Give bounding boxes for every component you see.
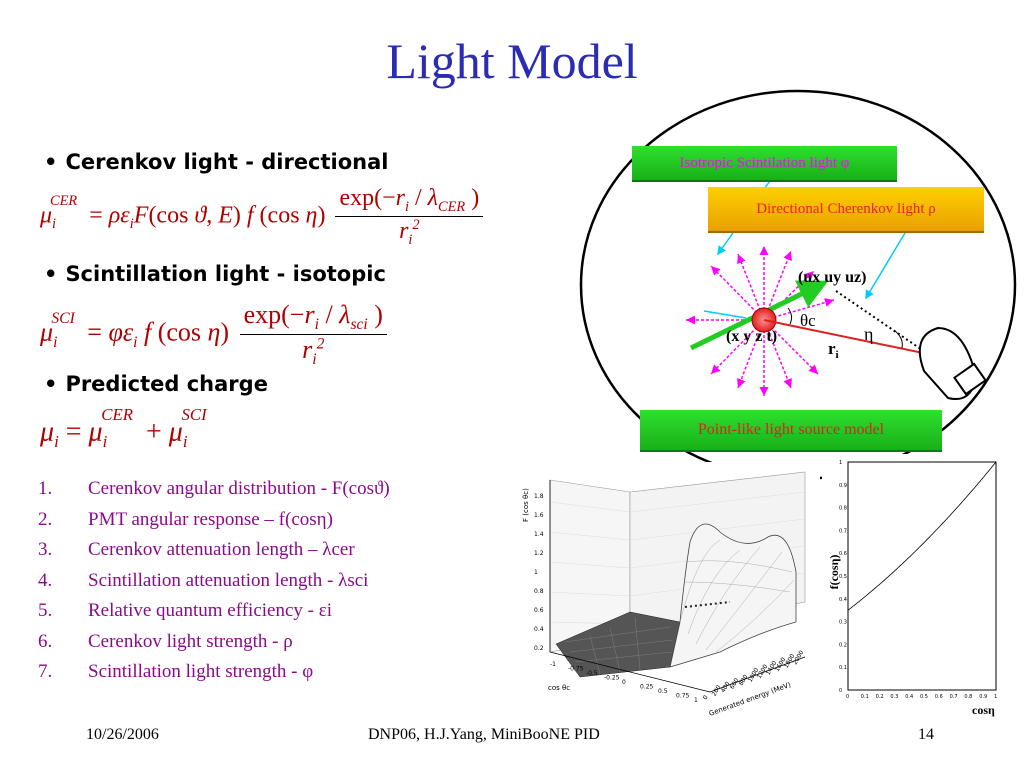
curve-frame (847, 461, 997, 691)
footer-page-number: 14 (918, 726, 934, 743)
surface-plot: 0.2 0.4 0.6 0.8 1 1.2 1.4 1.6 1.8 -1 -0.75-0.5 -0.… (520, 462, 820, 722)
surface-z-label: F (cos θc) (522, 488, 530, 522)
footer-date: 10/26/2006 (86, 726, 159, 743)
ri-line (763, 319, 929, 355)
isotropic-label: Isotropic Scintilation light φ (679, 155, 850, 171)
curve-y-ticks: 0 0.1 0.2 0.3 0.4 0.5 0.6 0.7 0.8 0.9 1 (839, 460, 847, 694)
eta-label: η (864, 324, 873, 344)
tick-label: 0.1 (861, 694, 869, 700)
tick-label: 0 (846, 694, 849, 700)
curve-x-label: cosη (972, 703, 995, 717)
tick-label: 0.4 (839, 597, 847, 603)
tick-label: 1 (534, 569, 538, 576)
surface-x-label: cos θc (548, 684, 570, 692)
ri-label: ri (828, 339, 839, 361)
bullet-scintillation: • Scintillation light - isotopic (44, 262, 386, 286)
list-item: 6.Cerenkov light strength - ρ (38, 630, 293, 652)
isotropic-label-box: Isotropic Scintilation light φ (632, 146, 897, 182)
tick-label: 0.9 (839, 483, 847, 489)
theta-label: θc (800, 311, 816, 330)
tick-label: 800 (738, 673, 750, 687)
curve-x-ticks: 0 0.1 0.2 0.3 0.4 0.5 0.6 0.7 0.8 0.9 1 (846, 694, 997, 700)
tick-label: -1 (550, 661, 556, 668)
bullet-dot: • (44, 262, 58, 286)
list-item: 4.Scintillation attenuation length - λsc… (38, 569, 369, 591)
theta-arc (787, 307, 793, 325)
tick-label: 0.2 (839, 642, 847, 648)
tick-label: 0.1 (839, 665, 847, 671)
tick-label: 0.2 (534, 645, 544, 652)
tick-label: 1.8 (534, 493, 544, 500)
eta-arc (893, 329, 903, 349)
tick-label: -0.5 (586, 670, 598, 677)
tick-label: -0.25 (604, 675, 620, 682)
tick-label: 0.9 (979, 694, 987, 700)
tick-label: 0.5 (920, 694, 928, 700)
bullet-dot: • (44, 372, 58, 396)
tick-label: 0.8 (839, 506, 847, 512)
tick-label: 0.25 (640, 684, 654, 691)
bullet-text: Predicted charge (65, 372, 268, 396)
tick-label: 0.7 (839, 528, 847, 534)
source-model-label-box: Point-like light source model (640, 410, 942, 452)
tick-label: 0.5 (839, 574, 847, 580)
tick-label: 0.5 (658, 688, 668, 695)
list-item: 5.Relative quantum efficiency - εi (38, 600, 332, 621)
direction-label: (ux uy uz) (798, 269, 866, 286)
equation-total: μi = μiCER + μiSCI (40, 405, 207, 451)
source-model-label: Point-like light source model (697, 421, 885, 438)
tick-label: 0 (622, 679, 626, 686)
response-curve (847, 461, 997, 611)
curve-y-label: f(cosη) (827, 555, 841, 590)
pmt-response-plot: 0 0.1 0.2 0.3 0.4 0.5 0.6 0.7 0.8 0.9 1 0 0.1 0.2 0.3… (822, 454, 1012, 724)
directional-label-box: Directional Cherenkov light ρ (708, 187, 984, 233)
bullet-text: Cerenkov light - directional (65, 150, 389, 174)
surface-peak (669, 523, 797, 668)
bullet-predicted-charge: • Predicted charge (44, 372, 268, 396)
tick-label: 200 (711, 684, 723, 698)
footer-center: DNP06, H.J.Yang, MiniBooNE PID (368, 726, 600, 743)
list-item: 2.PMT angular response – f(cosη) (38, 508, 333, 530)
tick-label: 600 (729, 677, 741, 691)
tick-label: 1.6 (534, 512, 544, 519)
tick-label: 1.2 (534, 550, 544, 557)
position-label: (x y z t) (726, 328, 777, 345)
direction-dotted-line (835, 290, 929, 355)
tick-label: 0.3 (890, 694, 898, 700)
tick-label: 0.3 (839, 620, 847, 626)
tick-label: 0.6 (935, 694, 943, 700)
list-item: 7.Scintillation light strength - φ (38, 661, 314, 682)
bullet-dot: • (44, 150, 58, 174)
tick-label: 0 (839, 688, 842, 694)
tick-label: 1 (694, 697, 698, 704)
tick-label: 0.4 (905, 694, 913, 700)
pmt-icon (918, 326, 987, 400)
surface-z-ticks: 0.2 0.4 0.6 0.8 1 1.2 1.4 1.6 1.8 (534, 493, 544, 652)
tick-label: 0.4 (534, 626, 544, 633)
equation-scintillation: μiSCI = φεi f (cos η) exp(−ri / λsci )ri… (40, 300, 387, 369)
slide-title: Light Model (386, 33, 638, 89)
tick-label: -0.75 (568, 666, 584, 673)
equation-cerenkov: μiCER = ρεiF(cos ϑ, E) f (cos η) exp(−ri… (40, 185, 484, 249)
bullet-cerenkov: • Cerenkov light - directional (44, 150, 389, 174)
surface-x-ticks: -1 -0.75-0.5 -0.250 0.25 0.5 0.75 1 (550, 661, 698, 704)
light-model-diagram: (ux uy uz) (x y z t) θc η ri (579, 89, 1017, 481)
directional-label: Directional Cherenkov light ρ (756, 201, 936, 217)
tick-label: 1.4 (534, 531, 544, 538)
parameter-list: 1.Cerenkov angular distribution - F(cosϑ… (38, 478, 390, 692)
list-item: 1.Cerenkov angular distribution - F(cosϑ… (38, 478, 390, 499)
tick-label: 0.8 (964, 694, 972, 700)
tick-label: 0.7 (950, 694, 958, 700)
tick-label: 0.6 (534, 607, 544, 614)
tick-label: 0.2 (876, 694, 884, 700)
tick-label: 1 (994, 694, 997, 700)
tick-label: 1 (839, 460, 842, 466)
list-item: 3.Cerenkov attenuation length – λcer (38, 539, 355, 560)
tick-label: 0.75 (676, 693, 690, 700)
tick-label: 0.6 (839, 551, 847, 557)
bullet-text: Scintillation light - isotopic (65, 262, 386, 286)
tick-label: 0 (702, 694, 710, 701)
tick-label: 400 (720, 680, 732, 694)
tick-label: 0.8 (534, 588, 544, 595)
